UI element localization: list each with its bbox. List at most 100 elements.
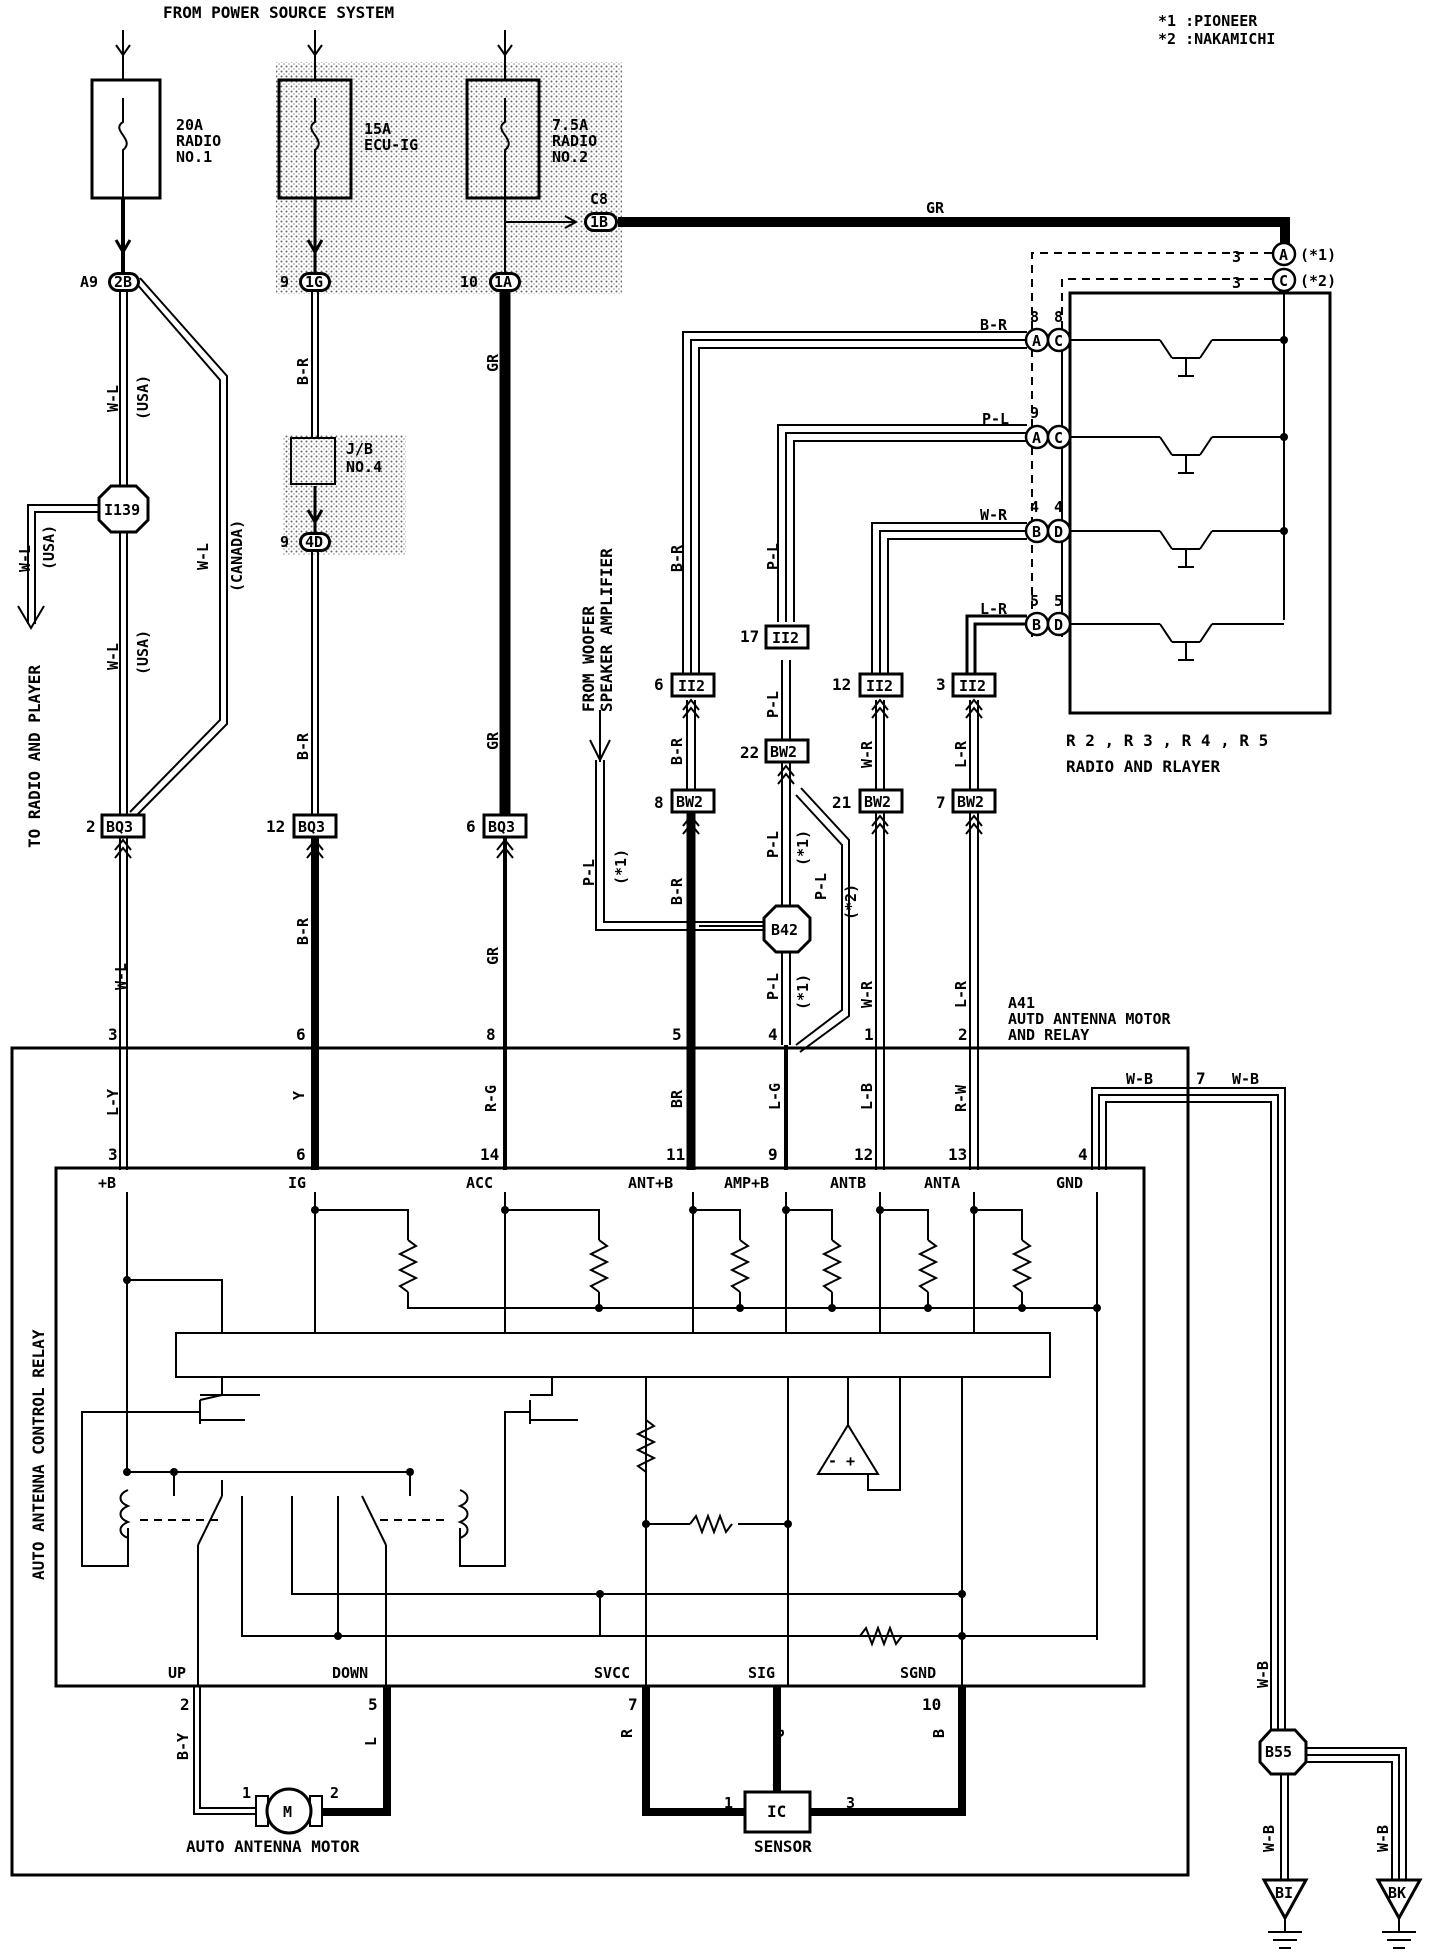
svg-text:4D: 4D bbox=[305, 533, 323, 551]
svg-text:(USA): (USA) bbox=[134, 375, 152, 420]
svg-text:B55: B55 bbox=[1265, 1743, 1292, 1761]
woofer-label-2: SPEAKER AMPLIFIER bbox=[597, 548, 616, 712]
svg-text:B-R: B-R bbox=[980, 316, 1008, 334]
svg-text:6: 6 bbox=[466, 817, 476, 836]
connector-i139: I139 bbox=[97, 484, 150, 534]
svg-text:2: 2 bbox=[330, 1784, 339, 1802]
svg-text:4: 4 bbox=[1054, 498, 1063, 516]
svg-text:3: 3 bbox=[846, 1794, 855, 1812]
svg-text:W-R: W-R bbox=[980, 506, 1008, 524]
svg-text:12: 12 bbox=[832, 675, 851, 694]
svg-text:II2: II2 bbox=[678, 677, 705, 695]
connector-b55: B55 bbox=[1258, 1728, 1308, 1776]
svg-text:L-G: L-G bbox=[766, 1083, 784, 1110]
svg-text:NO.2: NO.2 bbox=[552, 148, 588, 166]
svg-text:AMP+B: AMP+B bbox=[724, 1174, 769, 1192]
svg-text:12: 12 bbox=[854, 1145, 873, 1164]
svg-text:P-L: P-L bbox=[982, 410, 1009, 428]
svg-text:12: 12 bbox=[266, 817, 285, 836]
svg-text:6: 6 bbox=[296, 1145, 306, 1164]
svg-text:B-R: B-R bbox=[294, 357, 312, 385]
svg-text:1B: 1B bbox=[590, 213, 608, 231]
svg-text:B-R: B-R bbox=[668, 737, 686, 765]
connector-bq3-6: 6 BQ3 bbox=[466, 813, 528, 859]
svg-text:W-B: W-B bbox=[1232, 1070, 1259, 1088]
a41-auto-antenna-motor-and-relay: A41 AUTD ANTENNA MOTOR AND RELAY AUTO AN… bbox=[10, 994, 1206, 1877]
svg-text:8: 8 bbox=[1054, 308, 1063, 326]
ground-bk: BK bbox=[1375, 1878, 1423, 1949]
svg-text:(*1): (*1) bbox=[1300, 246, 1336, 264]
svg-text:B-R: B-R bbox=[668, 544, 686, 572]
svg-text:4: 4 bbox=[1078, 1145, 1088, 1164]
connector-bw2-22: 22 BW2 bbox=[740, 738, 810, 785]
svg-text:8: 8 bbox=[654, 793, 664, 812]
svg-text:6: 6 bbox=[296, 1025, 306, 1044]
svg-text:BQ3: BQ3 bbox=[488, 818, 515, 836]
svg-text:P-L: P-L bbox=[580, 859, 598, 886]
sensor-caption: SENSOR bbox=[754, 1837, 812, 1856]
svg-text:B-Y: B-Y bbox=[174, 1733, 192, 1760]
connector-a9-2b: A9 2B bbox=[80, 272, 140, 292]
wires bbox=[17, 198, 1407, 1880]
svg-text:GND: GND bbox=[1056, 1174, 1083, 1192]
svg-text:B: B bbox=[1032, 523, 1041, 541]
svg-text:1A: 1A bbox=[494, 273, 512, 291]
svg-text:(*2): (*2) bbox=[842, 884, 860, 920]
svg-text:5: 5 bbox=[1054, 592, 1063, 610]
svg-text:GR: GR bbox=[484, 731, 502, 750]
svg-text:GR: GR bbox=[484, 946, 502, 965]
svg-text:R-W: R-W bbox=[952, 1084, 970, 1112]
svg-text:3: 3 bbox=[936, 675, 946, 694]
auto-antenna-motor: M 1 2 AUTO ANTENNA MOTOR bbox=[186, 1784, 360, 1856]
svg-text:P-L: P-L bbox=[764, 973, 782, 1000]
svg-text:22: 22 bbox=[740, 743, 759, 762]
svg-text:RADIO: RADIO bbox=[176, 132, 221, 150]
junction-block-no4: J/B NO.4 bbox=[290, 437, 382, 485]
svg-text:(*1): (*1) bbox=[612, 849, 630, 885]
power-source-label: FROM POWER SOURCE SYSTEM bbox=[163, 3, 394, 22]
connector-ii2-3: 3 II2 bbox=[936, 672, 997, 719]
svg-text:NO.4: NO.4 bbox=[346, 458, 382, 476]
svg-text:NO.1: NO.1 bbox=[176, 148, 212, 166]
svg-text:21: 21 bbox=[832, 793, 851, 812]
svg-text:4: 4 bbox=[1030, 498, 1039, 516]
svg-text:5: 5 bbox=[368, 1695, 378, 1714]
svg-text:B-R: B-R bbox=[294, 917, 312, 945]
svg-text:(*1): (*1) bbox=[794, 974, 812, 1010]
svg-text:BW2: BW2 bbox=[676, 793, 703, 811]
svg-text:AND RELAY: AND RELAY bbox=[1008, 1026, 1089, 1044]
svg-text:C: C bbox=[1054, 429, 1063, 447]
svg-text:W-L: W-L bbox=[104, 643, 122, 670]
svg-text:11: 11 bbox=[666, 1145, 685, 1164]
svg-text:W-B: W-B bbox=[1260, 1825, 1278, 1852]
svg-text:BW2: BW2 bbox=[957, 793, 984, 811]
svg-text:8: 8 bbox=[1030, 308, 1039, 326]
svg-text:P-L: P-L bbox=[764, 831, 782, 858]
svg-text:W-L: W-L bbox=[104, 385, 122, 412]
svg-text:AUTD ANTENNA MOTOR: AUTD ANTENNA MOTOR bbox=[1008, 1010, 1172, 1028]
connector-ii2-12: 12 II2 bbox=[832, 672, 904, 719]
svg-text:3: 3 bbox=[108, 1025, 118, 1044]
svg-text:W-R: W-R bbox=[858, 980, 876, 1008]
svg-text:B: B bbox=[930, 1729, 948, 1738]
note-pioneer: *1 :PIONEER bbox=[1158, 12, 1258, 30]
svg-text:BI: BI bbox=[1275, 1884, 1293, 1902]
svg-text:W-B: W-B bbox=[1254, 1661, 1272, 1688]
svg-text:2: 2 bbox=[772, 1772, 781, 1790]
connector-bw2-21: 21 BW2 bbox=[832, 788, 904, 835]
connector-1a: 10 1A bbox=[460, 272, 521, 292]
ic-sensor: IC 1 2 3 SENSOR bbox=[724, 1772, 855, 1856]
svg-text:1: 1 bbox=[864, 1025, 874, 1044]
note-nakamichi: *2 :NAKAMICHI bbox=[1158, 30, 1275, 48]
svg-text:R: R bbox=[618, 1728, 636, 1738]
svg-text:IC: IC bbox=[767, 1802, 786, 1821]
svg-text:10: 10 bbox=[922, 1695, 941, 1714]
connector-4d: 9 4D bbox=[280, 532, 331, 552]
power-input-arrows bbox=[115, 30, 513, 80]
svg-text:W-R: W-R bbox=[858, 740, 876, 768]
svg-text:P-L: P-L bbox=[764, 691, 782, 718]
svg-text:7: 7 bbox=[1196, 1069, 1206, 1088]
svg-text:10: 10 bbox=[460, 273, 478, 291]
connector-bw2-8: 8 BW2 bbox=[654, 788, 716, 835]
svg-text:2: 2 bbox=[180, 1695, 190, 1714]
